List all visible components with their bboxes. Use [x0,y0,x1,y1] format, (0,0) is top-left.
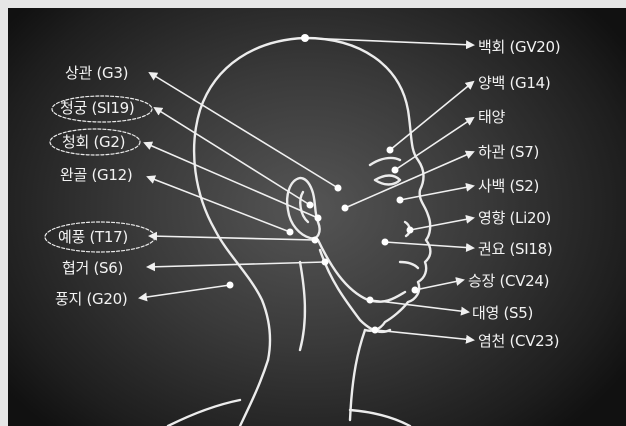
label-yeomcheon: 염천 (CV23) [478,332,559,350]
label-yepung: 예풍 (T17) [58,228,128,246]
label-cheonggung: 청궁 (SI19) [60,99,134,117]
label-hyeokgeo: 협거 (S6) [62,259,123,277]
label-jeonghoe: 청회 (G2) [62,133,125,151]
label-sanggwan: 상관 (G3) [65,64,128,82]
label-yeonghyang: 영향 (Li20) [478,209,551,227]
label-wangol: 완골 (G12) [60,166,132,184]
label-gwollyo: 권요 (SI18) [478,240,552,258]
label-pungji: 풍지 (G20) [55,290,127,308]
label-daeyeong: 대영 (S5) [472,304,533,322]
label-seungjang: 승장 (CV24) [468,272,549,290]
label-sabaek: 사백 (S2) [478,177,539,195]
label-yangbaek: 양백 (G14) [478,74,550,92]
label-hagwan: 하관 (S7) [478,143,539,161]
label-baekhoe: 백회 (GV20) [478,38,560,56]
label-taeyang: 태양 [478,108,505,126]
leader-lines [140,38,473,340]
